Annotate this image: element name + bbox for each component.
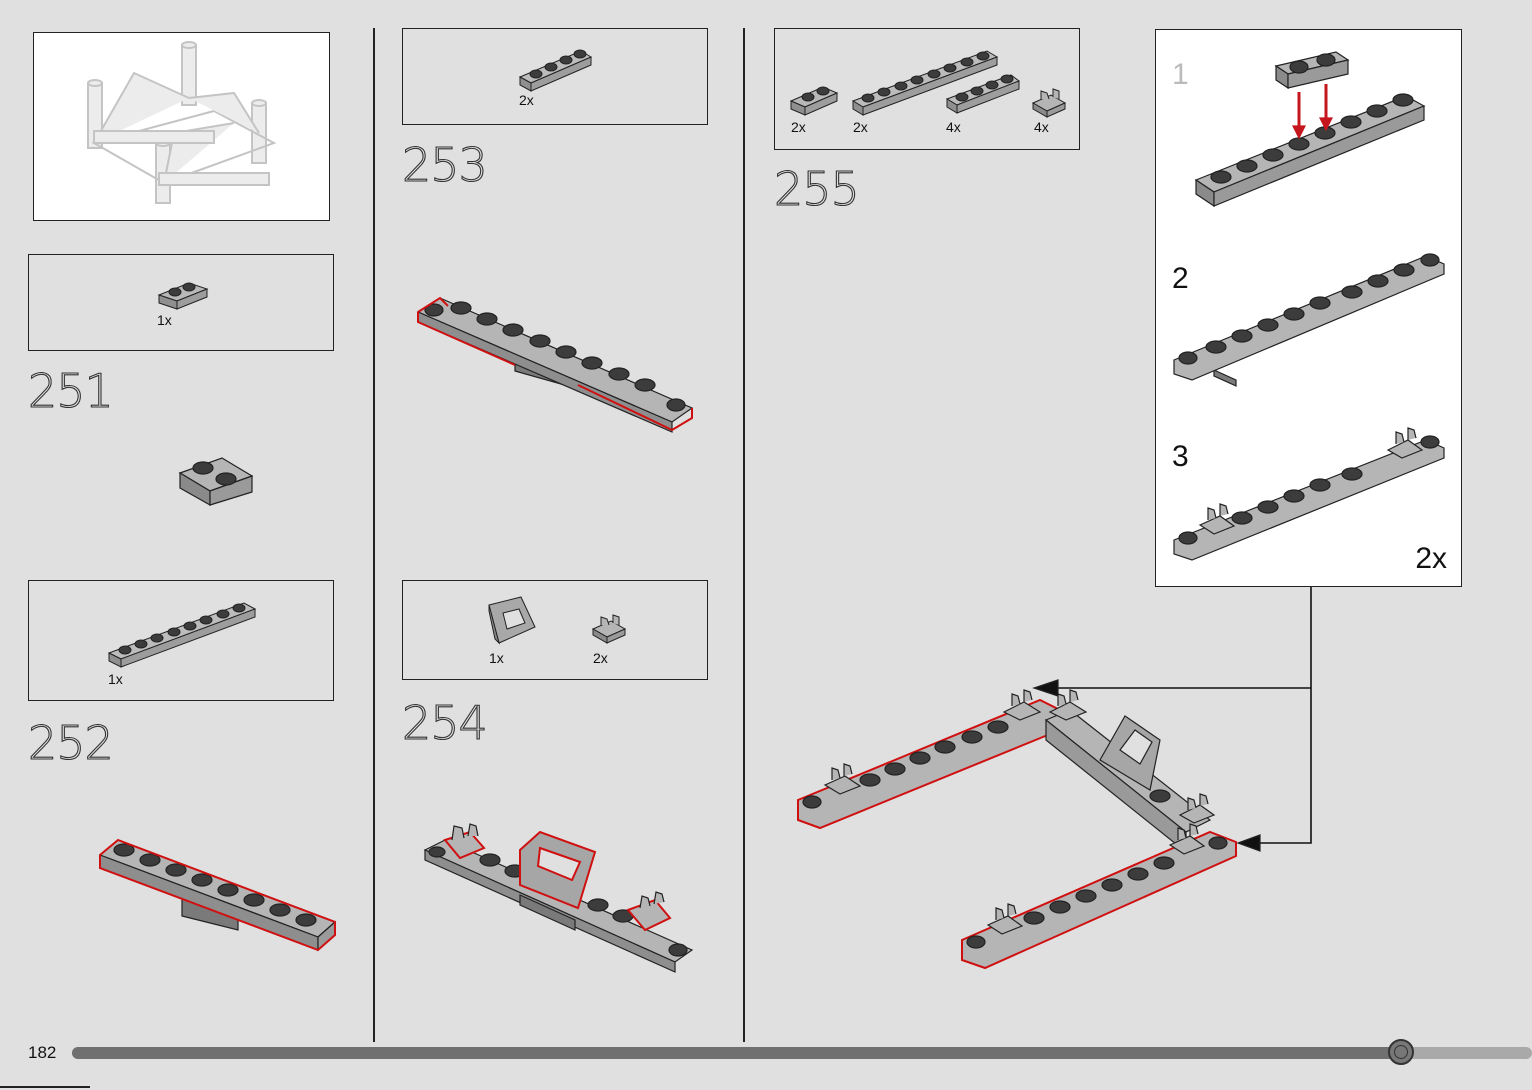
footer-rule bbox=[0, 1086, 90, 1088]
part-quantity: 2x bbox=[791, 119, 806, 135]
part-quantity: 2x bbox=[853, 119, 868, 135]
part-quantity: 4x bbox=[1034, 119, 1049, 135]
part-quantity: 1x bbox=[157, 312, 172, 328]
clip-plate-icon bbox=[403, 581, 709, 681]
part-quantity: 1x bbox=[108, 671, 123, 687]
parts-callout-254: 1x 2x bbox=[402, 580, 708, 680]
step-number-251: 251 bbox=[28, 364, 113, 418]
column-separator-1 bbox=[373, 28, 375, 1042]
part-quantity: 1x bbox=[489, 650, 504, 666]
plate-1x4-icon bbox=[403, 29, 709, 126]
step-number-252: 252 bbox=[28, 716, 113, 770]
part-quantity: 2x bbox=[519, 92, 534, 108]
step-number-254: 254 bbox=[402, 696, 487, 750]
parts-callout-253: 2x bbox=[402, 28, 708, 125]
part-quantity: 2x bbox=[593, 650, 608, 666]
model-overview-illustration bbox=[34, 33, 329, 219]
page-number: 182 bbox=[28, 1043, 56, 1063]
subassembly-panel: 1 2 3 2x bbox=[1155, 29, 1462, 587]
step-number-255: 255 bbox=[774, 162, 859, 216]
part-quantity: 4x bbox=[946, 119, 961, 135]
progress-knob bbox=[1388, 1039, 1414, 1065]
progress-fill bbox=[72, 1047, 1401, 1059]
plate-1x8-icon bbox=[29, 581, 335, 702]
parts-callout-252: 1x bbox=[28, 580, 334, 701]
plate-1x2-icon bbox=[29, 255, 335, 352]
subassembly-illustration bbox=[1156, 30, 1463, 588]
step-number-253: 253 bbox=[402, 138, 487, 192]
overview-panel bbox=[33, 32, 330, 221]
parts-callout-251: 1x bbox=[28, 254, 334, 351]
parts-callout-255: 2x 2x 4x 4x bbox=[774, 28, 1080, 150]
column-separator-2 bbox=[743, 28, 745, 1042]
